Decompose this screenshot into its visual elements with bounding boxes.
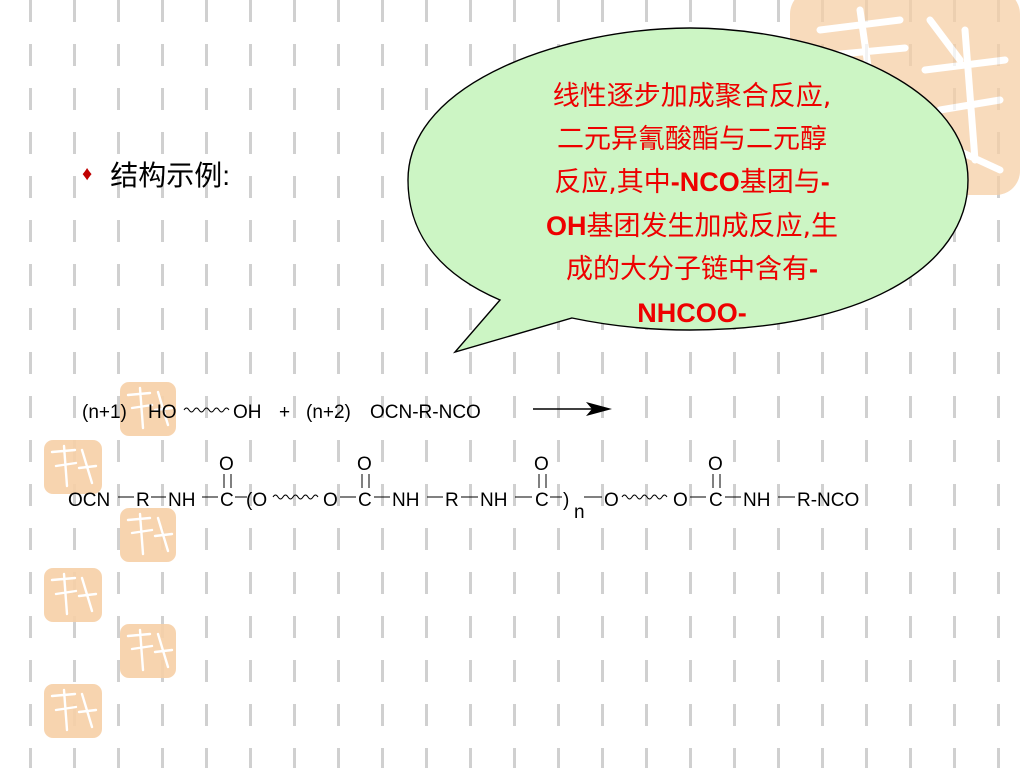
callout-line: OH基团发生加成反应,生	[545, 210, 839, 242]
product-o: O	[323, 490, 338, 511]
carbonyl-o: O	[708, 454, 723, 475]
callout-line: 二元异氰酸酯与二元醇	[557, 123, 827, 155]
product-ocn: OCN	[68, 490, 110, 511]
callout-line: 成的大分子链中含有-	[566, 254, 818, 285]
seal-icon	[44, 440, 102, 494]
reaction-arrow-icon	[533, 402, 612, 416]
diamond-bullet-icon: ♦	[82, 162, 93, 185]
carbonyl-c: C	[709, 490, 723, 511]
product-o: O	[673, 490, 688, 511]
plus-sign: +	[279, 402, 290, 423]
reactant1-oh: OH	[233, 402, 262, 423]
carbonyl-c: C	[358, 490, 372, 511]
carbonyl-c: C	[220, 490, 234, 511]
coefficient-2: (n+2)	[306, 402, 351, 423]
product-nh: NH	[743, 490, 770, 511]
repeat-close: )	[563, 490, 569, 511]
reactant2: OCN-R-NCO	[370, 402, 481, 423]
seal-icon	[44, 684, 102, 738]
product-nh: NH	[168, 490, 195, 511]
coefficient-1: (n+1)	[82, 402, 127, 423]
bullet-item: ♦ 结构示例:	[82, 152, 230, 196]
seal-icon	[44, 568, 102, 622]
carbonyl-o: O	[219, 454, 234, 475]
wavy-chain	[183, 407, 230, 413]
product-o: O	[604, 490, 619, 511]
wavy-chain	[272, 494, 319, 500]
callout-line: 反应,其中-NCO基团与-	[554, 167, 830, 198]
callout-text: 线性逐步加成聚合反应, 二元异氰酸酯与二元醇 反应,其中-NCO基团与- OH基…	[482, 76, 902, 335]
product-nh: NH	[392, 490, 419, 511]
product-nh: NH	[480, 490, 507, 511]
callout-line: NHCOO-	[637, 297, 747, 328]
product-end: R-NCO	[797, 490, 859, 511]
carbonyl-c: C	[535, 490, 549, 511]
carbonyl-o: O	[357, 454, 372, 475]
product-r: R	[445, 490, 459, 511]
carbonyl-o: O	[534, 454, 549, 475]
seal-icon	[120, 624, 176, 678]
product-r: R	[136, 490, 150, 511]
reactant1-ho: HO	[148, 402, 177, 423]
wavy-chain	[621, 494, 668, 500]
seal-icon	[120, 382, 176, 436]
callout-line: 线性逐步加成聚合反应,	[552, 81, 832, 112]
seal-icon	[120, 508, 176, 562]
repeat-open: (O	[246, 490, 267, 511]
bullet-text: 结构示例:	[110, 160, 230, 191]
repeat-count: n	[574, 502, 585, 523]
